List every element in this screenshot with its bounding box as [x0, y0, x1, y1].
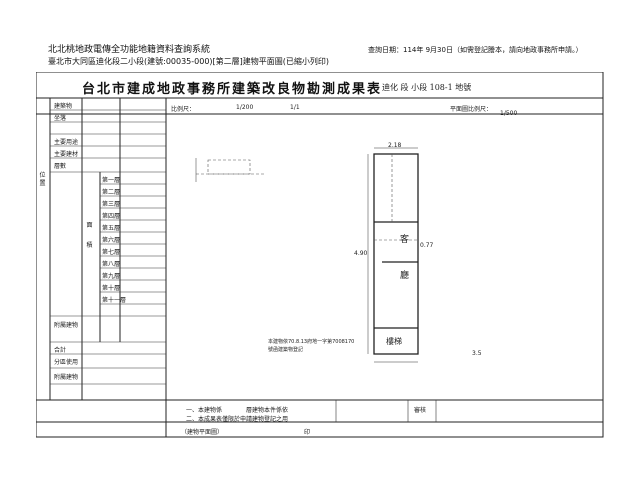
row-label-material: 主要建材	[54, 151, 79, 158]
floor-label-7: 第七層	[102, 249, 121, 256]
note-usage-restriction: 二、本成果表僅限於申請建物登記之用	[186, 416, 289, 423]
row-label-building: 建築物	[54, 103, 73, 110]
floor-label-5: 第五層	[102, 225, 121, 232]
footer-plan-label: （建物平面圖）	[181, 429, 224, 436]
floor-label-6: 第六層	[102, 237, 121, 244]
plan-label-hall: 廳	[400, 271, 410, 281]
dimension-top: 2.18	[388, 142, 402, 149]
floor-label-3: 第三層	[102, 201, 121, 208]
registration-stamp-text: 本建物依70.8.13府地一字第7008170號函建築物登記	[268, 339, 355, 353]
survey-sheet: 迪化 段 小段 108-1 地號 比例尺： 平面圖比例尺： 1/200 1/1 …	[35, 71, 604, 438]
floor-label-11: 第十一層	[102, 297, 127, 304]
floor-label-4: 第四層	[102, 213, 121, 220]
note-building-type: 一、本建物係	[186, 407, 223, 414]
sheet-frame	[35, 71, 604, 438]
plan-label-guest: 客	[400, 235, 410, 245]
query-date: 查詢日期：114年 9月30日（如需登記謄本，請向地政事務所申請。）	[368, 46, 583, 54]
plan-label-stairs: 樓梯	[386, 337, 402, 346]
dimension-left: 4.90	[354, 250, 368, 257]
scale-value-1: 1/200	[236, 104, 254, 111]
row-label-usage: 主要用途	[54, 139, 79, 146]
handwritten-lot-number: 迪化 段 小段 108-1 地號	[382, 83, 472, 92]
note-basis: 層建物本件係依	[246, 407, 289, 414]
row-label-floors: 層數	[54, 163, 67, 170]
stamp-label-seal: 印	[304, 429, 311, 436]
stamp-label-review: 審核	[414, 407, 427, 414]
document-subtitle: 臺北市大同區迪化段二小段(建號:00035-000)[第二層]建物平面圖(已縮小…	[48, 57, 330, 66]
floor-label-2: 第二層	[102, 189, 121, 196]
floor-label-9: 第九層	[102, 273, 121, 280]
floor-label-8: 第八層	[102, 261, 121, 268]
side-label-area: 積	[86, 242, 93, 249]
scale-value-2: 1/1	[290, 104, 300, 111]
row-label-location: 坐落	[54, 115, 67, 122]
dimension-side: 0.77	[420, 242, 434, 249]
scale-value-3: 1/500	[500, 110, 518, 117]
floor-label-1: 第一層	[102, 177, 121, 184]
floor-label-10: 第十層	[102, 285, 121, 292]
dimension-right: 3.5	[472, 350, 482, 357]
attached-row-label: 附屬建物	[54, 374, 79, 381]
side-label-total: 合計	[54, 347, 67, 354]
side-label-attached: 附屬建物	[54, 322, 79, 329]
sheet-title: 台北市建成地政事務所建築改良物勘測成果表	[82, 82, 383, 97]
side-label-surface: 面	[86, 222, 93, 229]
plan-scale-label: 平面圖比例尺：	[450, 106, 493, 113]
scale-label: 比例尺：	[171, 106, 196, 113]
zoning-row-label: 分區使用	[54, 359, 79, 366]
system-title: 北北桃地政電傳全功能地籍資料查詢系統	[48, 45, 211, 55]
side-label-position: 位置	[39, 172, 46, 187]
